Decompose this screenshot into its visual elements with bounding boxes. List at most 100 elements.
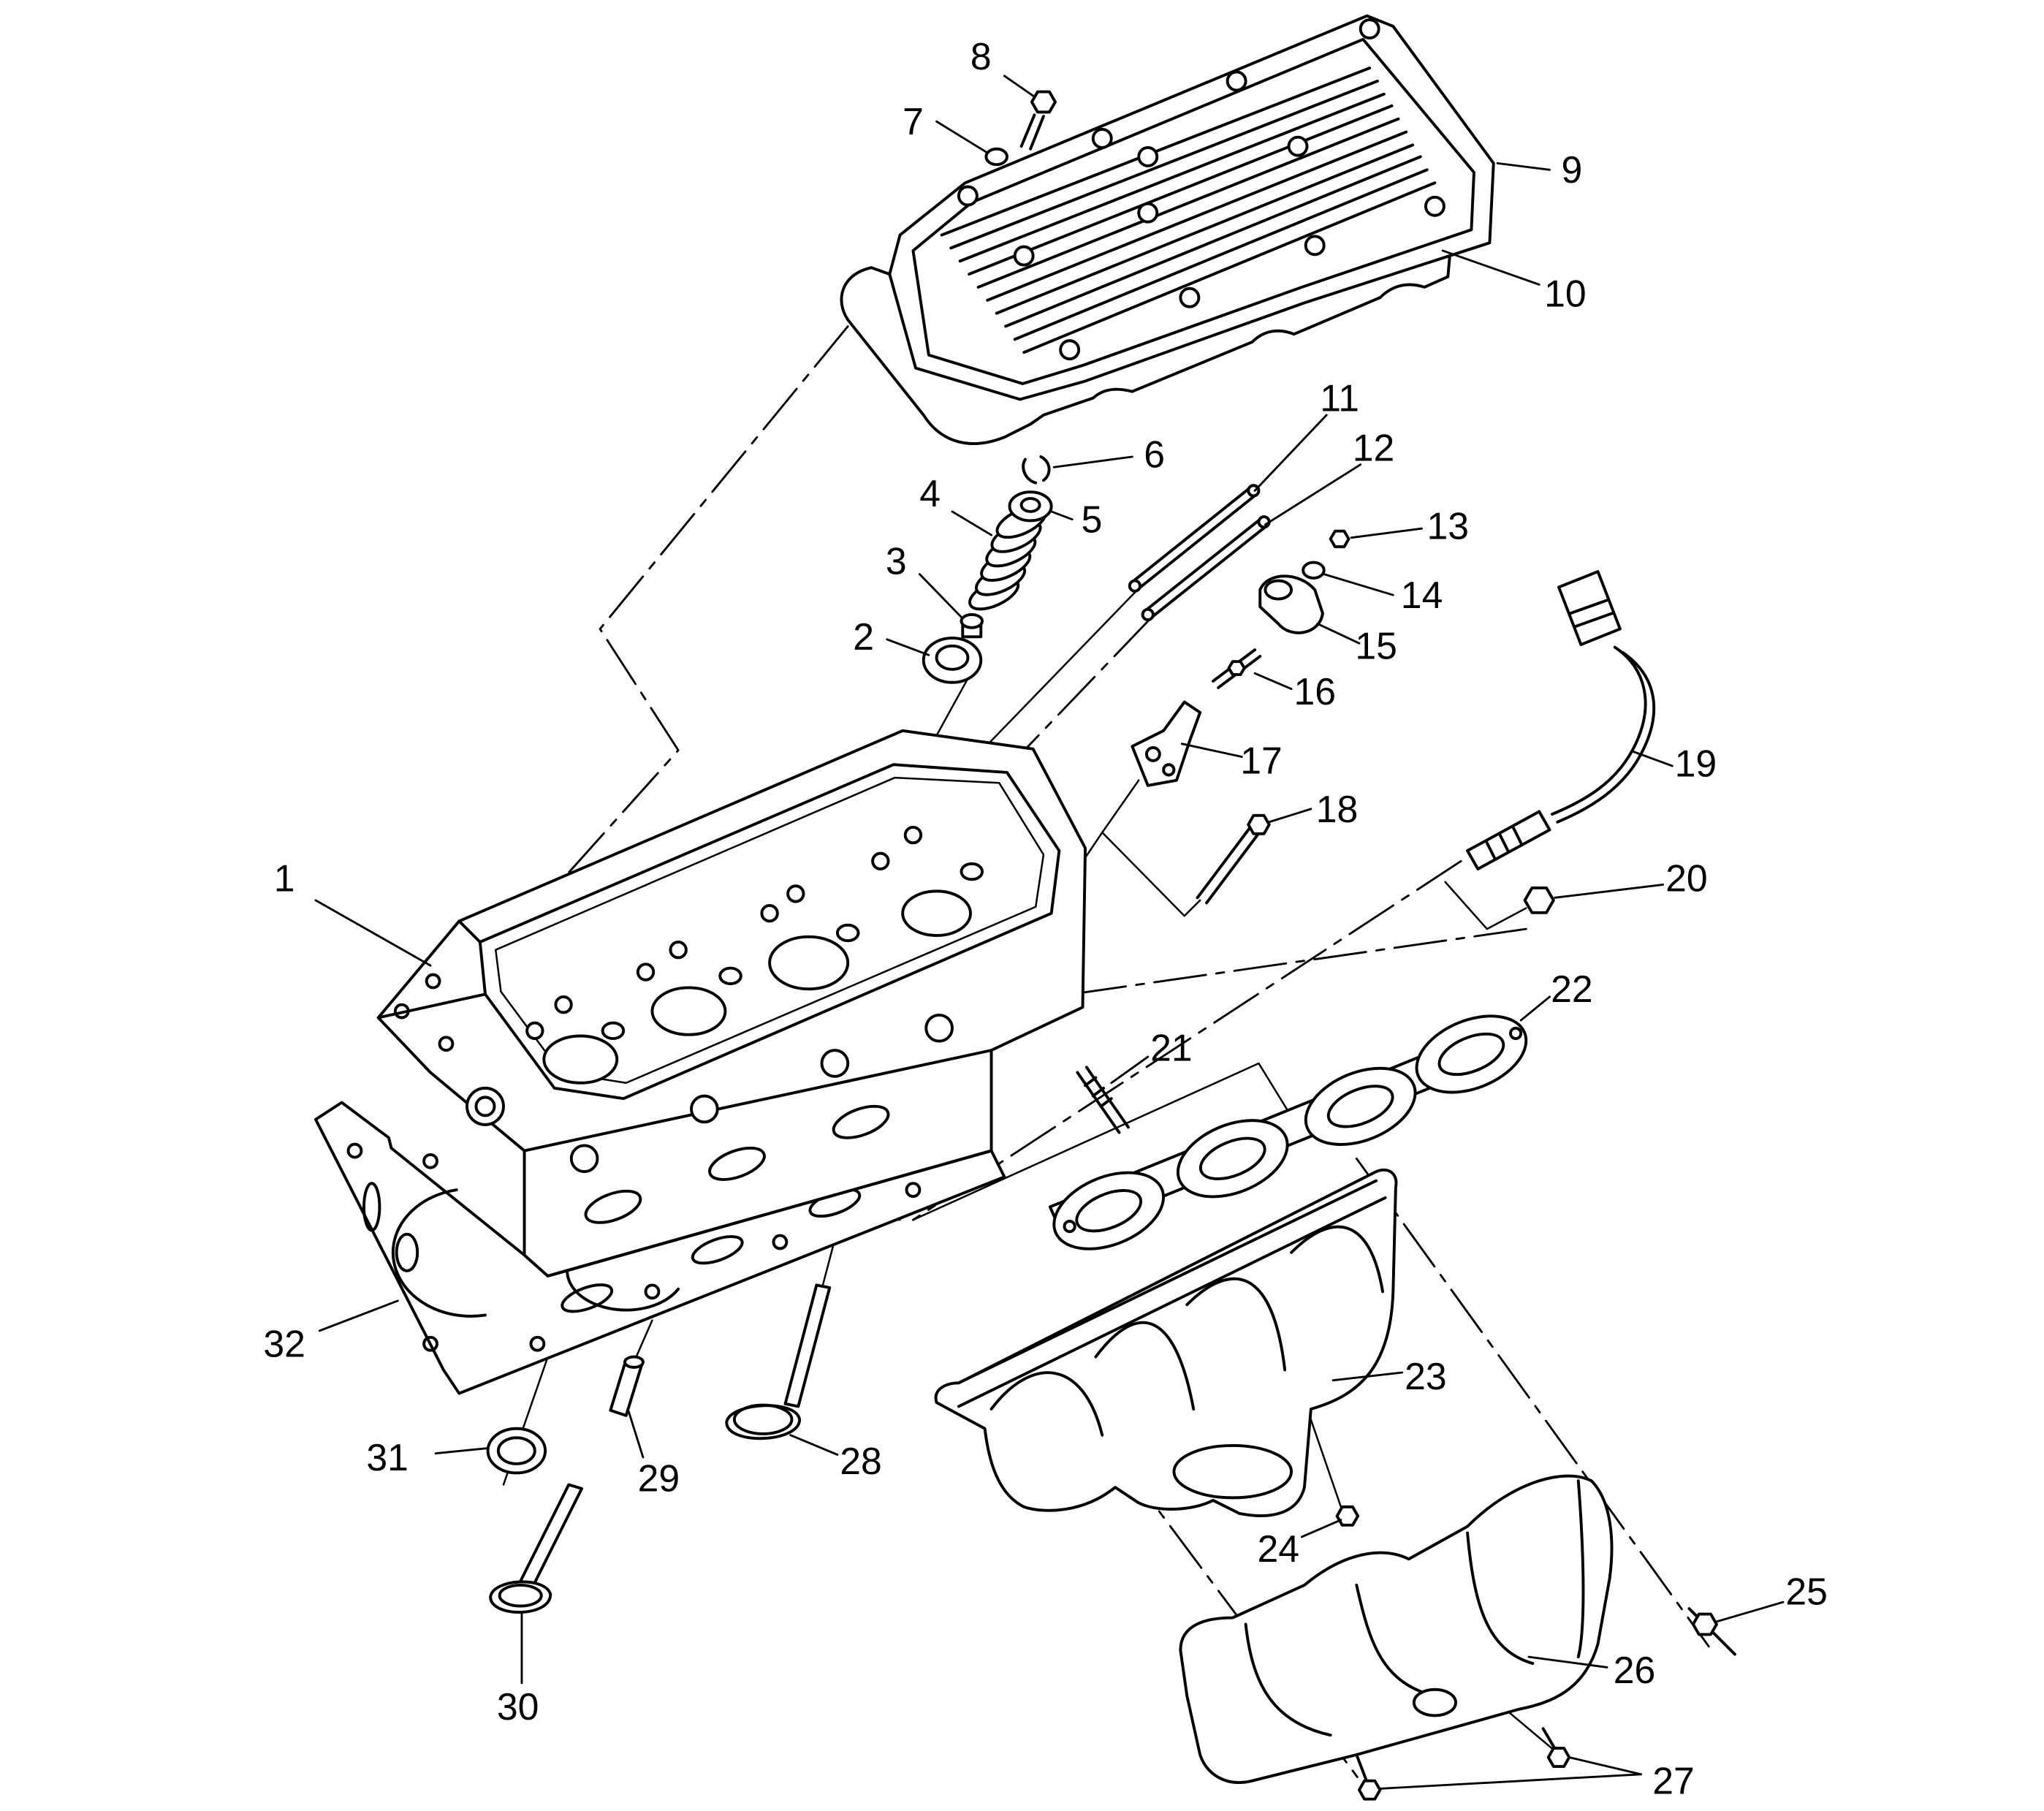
rocker-stud-hex <box>1227 660 1246 677</box>
manifold-nut-25 <box>1687 1607 1736 1656</box>
head-gasket-slot <box>362 1182 381 1232</box>
oxygen-sensor-threads <box>1485 825 1523 860</box>
leader-line-4 <box>951 510 992 536</box>
retainer-inner <box>1019 497 1041 513</box>
retainer-outer <box>1008 490 1053 523</box>
oxygen-sensor-wire <box>1556 650 1656 824</box>
valve-guide-top <box>623 1355 645 1369</box>
manifold-stud-18 <box>1196 813 1271 905</box>
exhaust-manifold-runner <box>1185 1277 1287 1372</box>
head-gasket-hole <box>346 1142 363 1159</box>
valve-cover-rib <box>1004 155 1422 328</box>
spark-plug-boss <box>820 1049 850 1078</box>
callout-16: 16 <box>1293 670 1336 713</box>
leader-line-27a <box>1379 1773 1642 1790</box>
valve-key <box>1022 458 1038 485</box>
leader-line-25 <box>1715 1601 1785 1623</box>
exhaust-heat-shield <box>1179 1474 1614 1784</box>
valve-guide <box>609 1355 645 1417</box>
valve-pocket <box>768 935 850 991</box>
manifold-bolt-24 <box>1335 1505 1360 1527</box>
callout-5: 5 <box>1082 498 1103 541</box>
callout-1: 1 <box>274 857 295 899</box>
assembly-line-guide-29 <box>633 1319 653 1363</box>
callout-11: 11 <box>1320 377 1359 419</box>
heat-shield-body <box>1179 1474 1614 1784</box>
leader-line-10 <box>1441 249 1540 286</box>
leader-line-6 <box>1052 455 1133 468</box>
valve-cover-rib <box>1013 168 1429 341</box>
head-gasket-hole <box>529 1335 546 1352</box>
rocker-stud-boss <box>786 884 805 903</box>
cylinder-head <box>376 729 1087 1277</box>
leader-line-12 <box>1264 463 1362 526</box>
leader-line-26 <box>1527 1655 1608 1668</box>
cover-bolt-boss <box>1359 18 1380 39</box>
cover-bolt-head <box>1030 90 1057 114</box>
bolt-27a-hex <box>1357 1779 1382 1801</box>
valve-cover-ribs <box>940 67 1437 354</box>
valve-cover-rib <box>968 104 1394 276</box>
nut-25-hex <box>1691 1612 1718 1636</box>
valve-seal-31-outer <box>486 1427 547 1475</box>
leader-line-16 <box>1253 672 1293 691</box>
cover-bolt-boss <box>1091 127 1113 149</box>
rocker-stud-boss <box>903 825 923 845</box>
valve-seal-31-inner <box>496 1436 536 1465</box>
leader-line-14 <box>1323 573 1394 596</box>
leader-line-23 <box>1331 1371 1404 1382</box>
water-passage-inner <box>474 1096 496 1117</box>
valve-stem-boss <box>718 966 742 986</box>
leader-line-9 <box>1496 162 1551 171</box>
leader-line-5 <box>1050 510 1074 521</box>
callout-17: 17 <box>1240 740 1283 782</box>
heat-shield-groove <box>1466 1531 1535 1666</box>
callout-15: 15 <box>1355 625 1397 667</box>
leader-line-19 <box>1632 750 1673 767</box>
exhaust-manifold-runner <box>1094 1321 1196 1411</box>
valve-cover-rib <box>958 92 1386 263</box>
cover-bolt-boss <box>1179 286 1201 308</box>
cover-bolt-boss <box>1013 245 1035 267</box>
rocker-washer <box>1302 561 1326 580</box>
leader-line-3 <box>918 573 964 620</box>
leader-lines <box>314 75 1785 1790</box>
assembly-line-nut-20 <box>1444 881 1527 930</box>
callout-3: 3 <box>886 540 907 582</box>
callout-22: 22 <box>1551 968 1593 1010</box>
leader-line-8 <box>1003 75 1036 98</box>
assembly-line-cover <box>531 325 849 915</box>
exhaust-port <box>584 1189 642 1224</box>
exhaust-valve-stem <box>783 1283 832 1408</box>
pushrod-guide-plate <box>1131 700 1202 787</box>
exhaust-manifold-runner <box>989 1371 1104 1437</box>
cover-bolt-boss <box>1137 202 1159 224</box>
cover-bolt-boss <box>1424 195 1445 217</box>
leader-line-32 <box>318 1299 399 1332</box>
guide-plate-body <box>1131 700 1202 787</box>
spark-plug-boss <box>690 1094 719 1124</box>
valve-spring-retainer <box>1008 490 1053 523</box>
cover-bolt-boss <box>1304 235 1326 257</box>
exhaust-valve <box>725 1283 832 1440</box>
leader-line-24 <box>1300 1519 1342 1538</box>
assembly-line-nut-25 <box>1355 1157 1710 1648</box>
valve-cover <box>888 14 1495 401</box>
valve-stem-seal <box>960 612 984 639</box>
intake-valve-face <box>498 1583 543 1608</box>
exhaust-manifold-body <box>934 1168 1398 1517</box>
intake-valve <box>489 1483 584 1614</box>
callout-27: 27 <box>1652 1760 1695 1802</box>
leader-line-1 <box>314 899 432 967</box>
exhaust-valve-face <box>732 1403 794 1435</box>
exhaust-gasket-hole <box>1063 1219 1076 1234</box>
spark-plug-boss <box>924 1013 954 1043</box>
head-gasket-hole <box>772 1234 789 1250</box>
pushrod-11 <box>1128 484 1261 593</box>
leader-line-15 <box>1316 623 1361 645</box>
heat-shield-groove <box>1355 1583 1437 1698</box>
pushrod-11-end <box>1128 579 1142 593</box>
valve-cover-flange <box>911 37 1475 385</box>
heat-shield-bolt-27a <box>1355 1753 1382 1801</box>
